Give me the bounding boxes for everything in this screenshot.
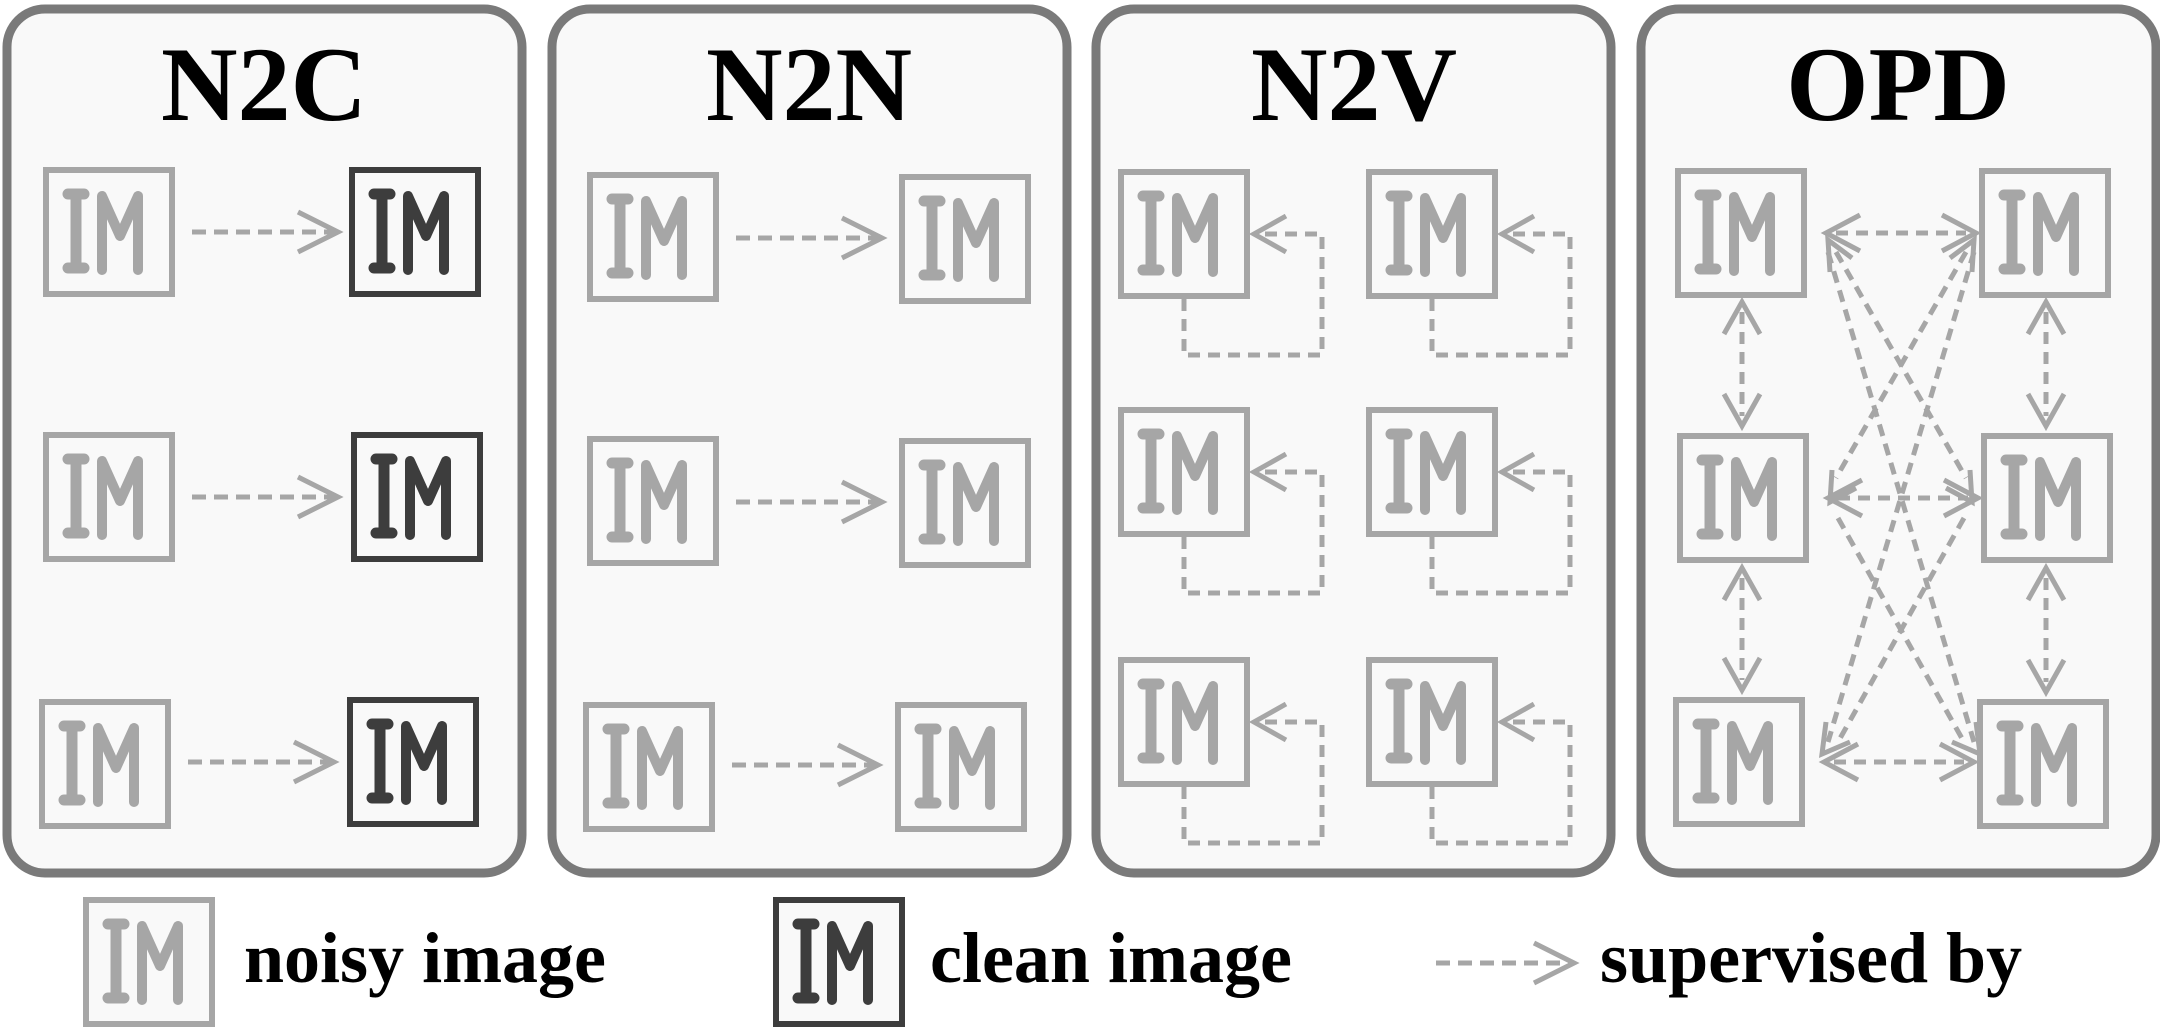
noisy-image-icon [902, 177, 1028, 301]
noisy-image-icon [1121, 410, 1247, 534]
panel-n2v [1121, 172, 1573, 846]
panel-title-n2n: N2N [706, 26, 912, 143]
legend: noisy image clean image supervised by [86, 900, 2022, 1024]
legend-noisy-label: noisy image [244, 918, 606, 998]
clean-image-icon [354, 435, 480, 559]
clean-image-icon [350, 700, 476, 824]
noisy-image-icon [1121, 172, 1247, 296]
supervised-arrow [188, 209, 344, 785]
legend-clean-label: clean image [930, 918, 1292, 998]
noisy-image-icon [1980, 702, 2106, 826]
panel-title-opd: OPD [1786, 26, 2010, 143]
noisy-image-icon [46, 170, 172, 294]
legend-arrow-icon [1436, 940, 1580, 986]
noisy-image-icon [1680, 436, 1806, 560]
noisy-image-icon [586, 705, 712, 829]
self-supervised-loop [1181, 213, 1573, 846]
noisy-image-icon [1982, 171, 2108, 295]
supervised-arrow [732, 215, 888, 788]
noisy-image-icon [1678, 171, 1804, 295]
noisy-image-icon [42, 702, 168, 826]
panel-title-n2v: N2V [1251, 26, 1457, 143]
noisy-image-icon [902, 441, 1028, 565]
panel-title-n2c: N2C [161, 26, 367, 143]
noisy-image-icon [590, 439, 716, 563]
panel-n2c [42, 170, 480, 826]
panel-opd [1676, 171, 2110, 826]
legend-arrow-label: supervised by [1600, 918, 2022, 998]
noisy-image-icon [46, 435, 172, 559]
noisy-image-icon [1676, 700, 1802, 824]
mutual-supervision-arrows [1721, 212, 2067, 783]
noisy-image-icon [1369, 172, 1495, 296]
noisy-image-icon [590, 175, 716, 299]
noisy-image-icon [1984, 436, 2110, 560]
legend-clean-image-icon [776, 900, 902, 1024]
clean-image-icon [352, 170, 478, 294]
noisy-image-icon [1121, 660, 1247, 784]
noisy-image-icon [1369, 660, 1495, 784]
noisy-image-icon [1369, 410, 1495, 534]
noisy-image-icon [898, 705, 1024, 829]
legend-noisy-image-icon [86, 900, 212, 1024]
panel-n2n [586, 175, 1028, 829]
